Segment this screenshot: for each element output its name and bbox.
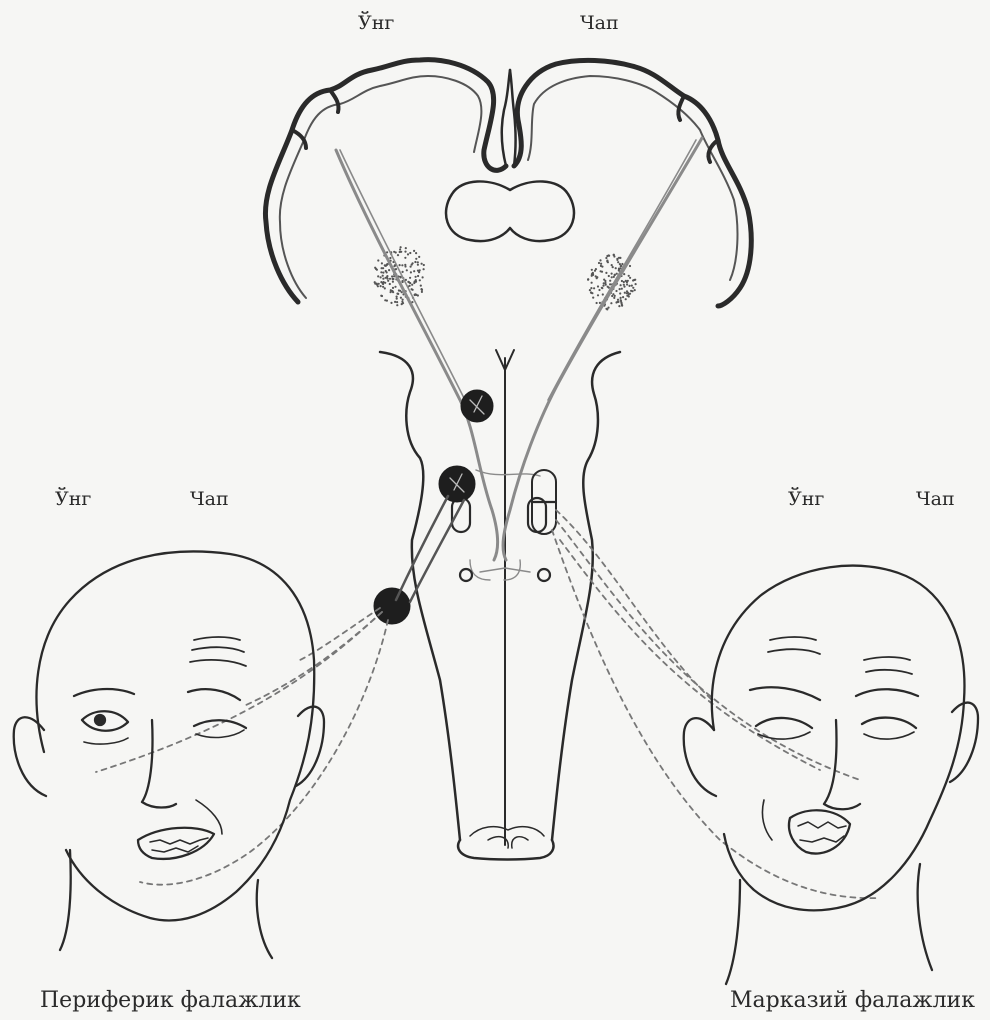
basal-ganglia-left	[374, 246, 425, 306]
face-central	[684, 566, 978, 984]
facial-nerve-trunk	[396, 496, 464, 602]
lesion-markers	[374, 390, 493, 624]
label-right-face1: Ўнг	[55, 490, 91, 509]
caption-peripheral-paralysis: Периферик фалажлик	[40, 990, 301, 1012]
dashed-fibers-peripheral	[96, 608, 388, 885]
caption-central-paralysis: Марказий фалажлик	[730, 990, 975, 1012]
brain-cortex	[265, 60, 751, 306]
label-left-top: Чап	[580, 14, 619, 33]
label-left-face2: Чап	[916, 490, 955, 509]
ventricles	[446, 181, 574, 241]
label-right-face2: Ўнг	[788, 490, 824, 509]
label-left-face1: Чап	[190, 490, 229, 509]
corticobulbar-tracts	[336, 138, 702, 580]
brainstem	[380, 350, 620, 860]
label-right-top: Ўнг	[358, 14, 394, 33]
face-peripheral	[14, 551, 324, 958]
